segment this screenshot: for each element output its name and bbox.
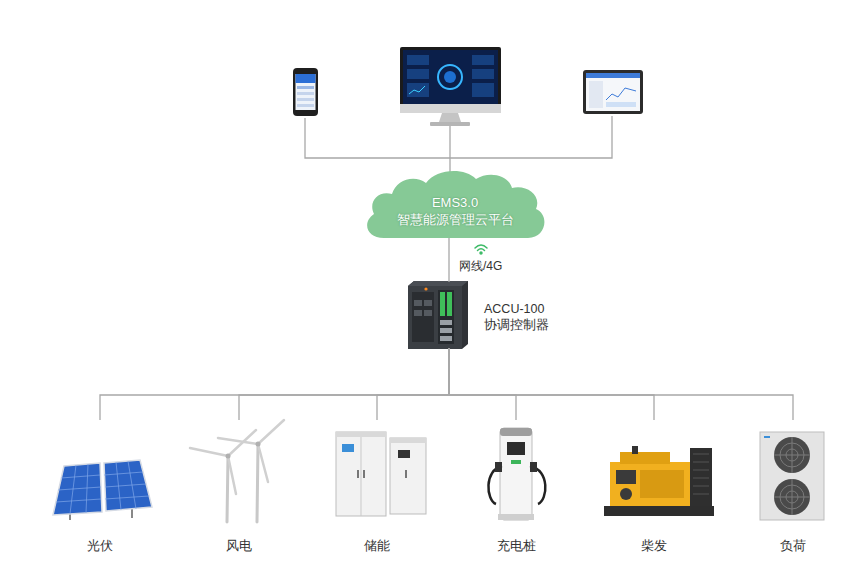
monitor-icon: [400, 47, 501, 126]
tablet-icon: [583, 70, 643, 114]
device-wires: [305, 116, 612, 176]
node-label: EMS3.0: [432, 194, 478, 211]
node-label: 风电: [185, 537, 293, 554]
device-node: 负荷: [739, 420, 844, 560]
device-node: 风电: [185, 420, 293, 560]
phone-icon: [293, 68, 318, 116]
connector-line: [449, 348, 654, 420]
connector-line: [448, 238, 449, 282]
device-node: 充电桩: [462, 420, 570, 560]
node-label: 智慧能源管理云平台: [397, 211, 514, 228]
node-label: 储能: [323, 537, 431, 554]
node-label: 负荷: [739, 537, 844, 554]
wind-turbine: [190, 420, 284, 522]
charging-pile: [488, 428, 545, 520]
node-label: ACCU-100: [484, 302, 544, 317]
controller-node: ACCU-100协调控制器: [404, 280, 564, 350]
storage-cabinet: [336, 432, 426, 516]
diesel-generator: [604, 446, 714, 516]
node-label: 协调控制器: [484, 318, 549, 333]
connector-line: [239, 348, 449, 420]
node-label: 柴发: [600, 537, 708, 554]
connector-line: [449, 348, 516, 420]
solar-panel: [53, 460, 152, 520]
cloud-outline: [367, 171, 544, 238]
node-label: 光伏: [46, 537, 154, 554]
device-node: 光伏: [46, 420, 154, 560]
cloud-platform: EMS3.0智慧能源管理云平台: [362, 168, 548, 240]
device-node: 柴发: [600, 420, 708, 560]
connector-line: [100, 348, 449, 420]
air-conditioner: [760, 432, 824, 520]
wifi-icon: [475, 245, 487, 254]
connector-line: [449, 348, 793, 420]
device-node: 储能: [323, 420, 431, 560]
edge-label: 网线/4G: [458, 258, 503, 274]
node-label: 充电桩: [462, 537, 570, 554]
connector-line: [377, 348, 449, 420]
controller-device: [408, 281, 468, 349]
